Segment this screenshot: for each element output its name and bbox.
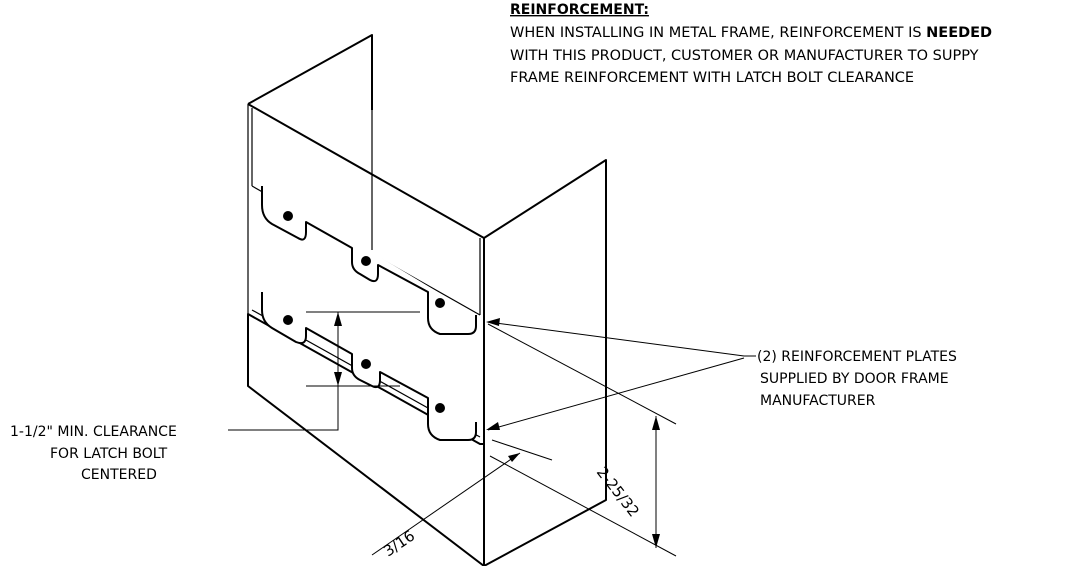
plates-leader-arrow-lower	[486, 422, 500, 430]
upper-plate-hole-2	[361, 256, 371, 266]
clearance-line-3: CENTERED	[81, 467, 157, 483]
frame-back-wall	[247, 34, 373, 110]
note-title: REINFORCEMENT:	[510, 2, 649, 18]
clearance-line-1: 1-1/2" MIN. CLEARANCE	[10, 424, 177, 440]
note-line-1-emphasis: NEEDED	[926, 25, 992, 41]
upper-plate-hole-1	[283, 211, 293, 221]
plates-callout: (2) REINFORCEMENT PLATES SUPPLIED BY DOO…	[757, 349, 957, 409]
reinforcement-note: REINFORCEMENT: WHEN INSTALLING IN METAL …	[510, 2, 992, 86]
plates-leaders	[486, 318, 756, 431]
clearance-leader	[228, 386, 339, 431]
note-line-2: WITH THIS PRODUCT, CUSTOMER OR MANUFACTU…	[510, 48, 979, 64]
plates-leader-upper	[487, 321, 745, 357]
lower-plate-hole-3	[435, 403, 445, 413]
upper-plate-hole-3	[435, 298, 445, 308]
plates-line-3: MANUFACTURER	[760, 393, 876, 409]
plates-line-2: SUPPLIED BY DOOR FRAME	[760, 371, 949, 387]
plates-line-1: (2) REINFORCEMENT PLATES	[757, 349, 957, 365]
note-line-1-text: WHEN INSTALLING IN METAL FRAME, REINFORC…	[510, 25, 926, 41]
clearance-line-2: FOR LATCH BOLT	[50, 446, 168, 462]
height-ext-top	[487, 323, 677, 425]
thickness-arrow	[508, 453, 520, 462]
note-line-1: WHEN INSTALLING IN METAL FRAME, REINFORC…	[510, 25, 992, 41]
plates-leader-arrow-upper	[486, 318, 500, 326]
clearance-callout: 1-1/2" MIN. CLEARANCE FOR LATCH BOLT CEN…	[10, 424, 177, 483]
height-arrow-down	[652, 534, 660, 548]
clearance-arrow-down	[334, 372, 342, 386]
clearance-arrow-up	[334, 312, 342, 326]
thickness-dim-line	[371, 452, 521, 556]
frame-right-wall	[483, 159, 607, 567]
note-line-3: FRAME REINFORCEMENT WITH LATCH BOLT CLEA…	[510, 70, 914, 86]
height-arrow-up	[652, 416, 660, 430]
lower-plate-hole-1	[283, 315, 293, 325]
frame-drawing	[247, 34, 607, 567]
thickness-ext	[491, 439, 553, 461]
height-ext-bottom	[489, 455, 677, 557]
lower-plate-hole-2	[361, 359, 371, 369]
plates-leader-lower	[487, 357, 745, 431]
thickness-dimension-label: 3/16	[380, 527, 418, 561]
clearance-dimension	[228, 311, 420, 431]
